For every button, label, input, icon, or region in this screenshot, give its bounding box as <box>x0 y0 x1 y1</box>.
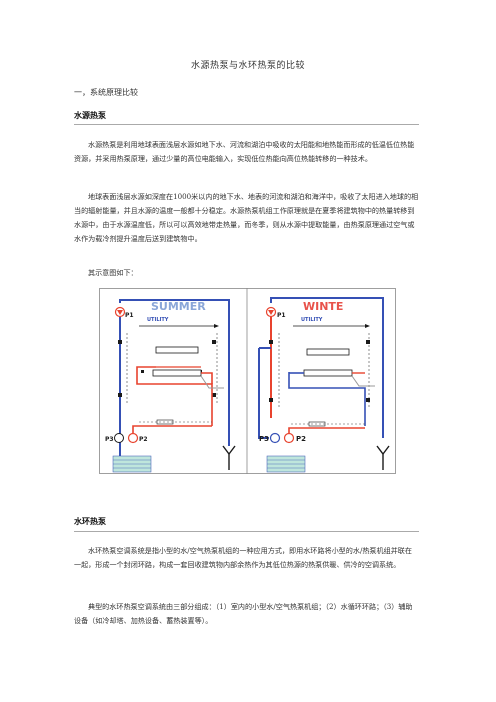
utility-label: UTILITY <box>301 317 323 323</box>
summer-panel: SUMMER UTILITY P1 <box>105 299 236 473</box>
winter-panel: WINTE UTILITY P1 P3 P2 <box>258 297 390 473</box>
heat-pump-diagram: SUMMER UTILITY P1 <box>99 288 396 474</box>
paragraph: 水环热泵空调系统是指小型的水/空气热泵机组的一种应用方式，即用水环路将小型的水/… <box>74 546 412 569</box>
subheading-water-loop-heat-pump: 水环热泵 <box>74 517 106 526</box>
paragraph: 水源热泵是利用地球表面浅层水源如地下水、河流和湖泊中吸收的太阳能和地热能而形成的… <box>74 140 415 163</box>
utility-label: UTILITY <box>147 317 169 323</box>
pump-label-p1: P1 <box>277 312 286 319</box>
pump-label-p2: P2 <box>296 435 306 443</box>
subheading-water-source-heat-pump: 水源热泵 <box>74 111 106 120</box>
paragraph: 典型的水环热泵空调系统由三部分组成：（1）室内的小型水/空气热泵机组；（2）水循… <box>74 602 413 625</box>
heading-rule <box>74 531 419 532</box>
paragraph: 其示意图如下： <box>88 268 138 277</box>
pump-label-p1: P1 <box>125 312 134 319</box>
pump-label-p2: P2 <box>139 436 148 443</box>
pump-label-p3: P3 <box>259 435 269 443</box>
section-heading: 一，系统原理比较 <box>74 88 138 97</box>
season-label: SUMMER <box>151 300 206 313</box>
pump-label-p3: P3 <box>105 436 114 443</box>
season-label: WINTE <box>303 300 343 313</box>
document-title: 水源热泵与水环热泵的比较 <box>190 61 305 71</box>
heading-rule <box>74 124 419 125</box>
paragraph: 地球表面浅层水源如深度在1000米以内的地下水、地表的河流和湖泊和海洋中，吸收了… <box>74 192 419 243</box>
